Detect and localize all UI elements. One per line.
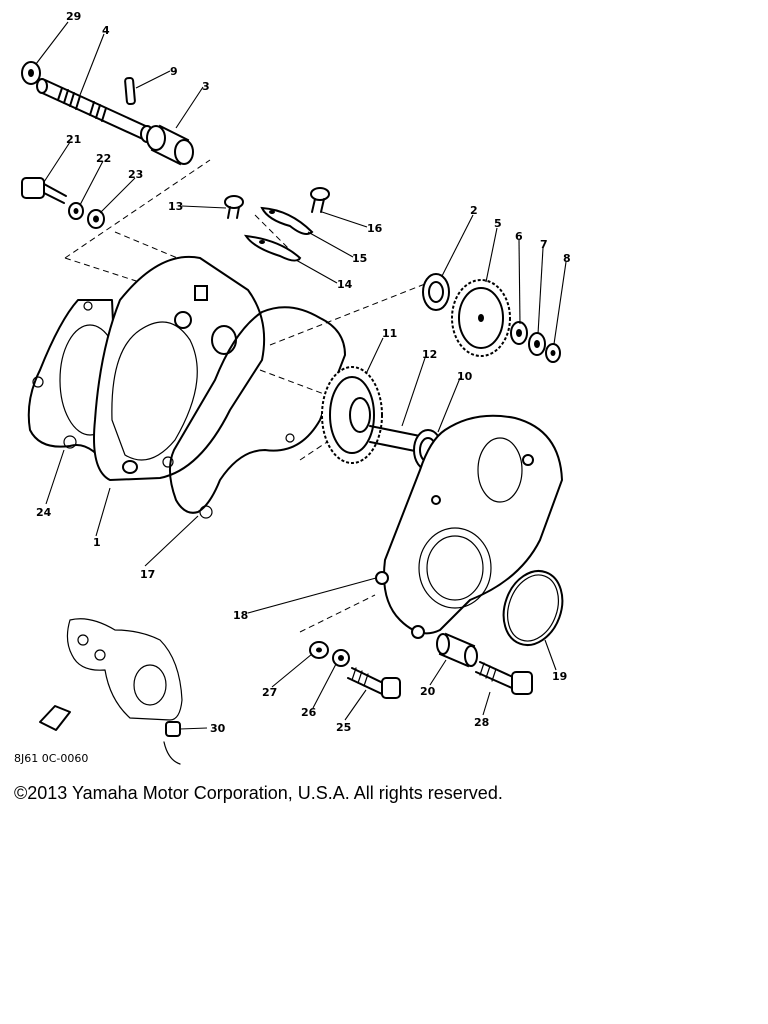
- part-fitting-30: [165, 721, 181, 737]
- part-o-ring-19: [502, 570, 564, 646]
- part-washer-23: [87, 209, 105, 229]
- part-bushing-3: [146, 124, 194, 166]
- callout-17: 17: [140, 568, 155, 581]
- callout-8: 8: [563, 252, 571, 265]
- part-gasket-17: [162, 306, 346, 519]
- part-housing-1: [93, 256, 266, 482]
- part-gear-11: [321, 366, 383, 464]
- callout-3: 3: [202, 80, 210, 93]
- callout-30: 30: [210, 722, 226, 735]
- part-collar-20: [436, 632, 478, 668]
- callout-9: 9: [170, 65, 178, 78]
- part-bearing-2: [422, 273, 450, 311]
- callout-10: 10: [457, 370, 473, 383]
- callout-23: 23: [128, 168, 143, 181]
- callout-22: 22: [96, 152, 111, 165]
- part-pin-9: [124, 76, 136, 106]
- part-bolt-21: [21, 177, 67, 204]
- part-bolt-25: [347, 667, 401, 699]
- part-bolt-28: [475, 661, 533, 695]
- copyright-notice: ©2013 Yamaha Motor Corporation, U.S.A. A…: [14, 783, 503, 803]
- part-washer-7: [528, 332, 546, 356]
- part-washer-8: [545, 343, 561, 363]
- callout-12: 12: [422, 348, 437, 361]
- callout-2: 2: [470, 204, 478, 217]
- callout-29: 29: [66, 10, 81, 23]
- part-screw-16: [310, 187, 330, 213]
- callout-25: 25: [336, 721, 351, 734]
- callout-27: 27: [262, 686, 277, 699]
- part-washer-6: [510, 321, 528, 345]
- callout-14: 14: [337, 278, 353, 291]
- callout-11: 11: [382, 327, 397, 340]
- callout-7: 7: [540, 238, 548, 251]
- callout-18: 18: [233, 609, 248, 622]
- callout-6: 6: [515, 230, 523, 243]
- callout-28: 28: [474, 716, 489, 729]
- part-washer-27: [309, 641, 329, 659]
- part-shaft-4: [36, 78, 154, 143]
- diagram-reference-code: 8J61 0C-0060: [14, 752, 89, 765]
- callout-1: 1: [93, 536, 101, 549]
- callout-21: 21: [66, 133, 81, 146]
- callout-16: 16: [367, 222, 383, 235]
- callout-19: 19: [552, 670, 567, 683]
- callout-15: 15: [352, 252, 367, 265]
- inset-locator-sketch: [39, 618, 183, 765]
- callout-26: 26: [301, 706, 317, 719]
- part-washer-22: [68, 202, 84, 220]
- part-plate-14: [243, 234, 302, 262]
- part-washer-26: [332, 649, 350, 667]
- callout-24: 24: [36, 506, 52, 519]
- part-cover-18: [375, 414, 564, 639]
- callout-20: 20: [420, 685, 436, 698]
- exploded-parts-diagram: 29 4 9 3 21 22 23 13 16 15 14 2 5 6 7 8 …: [21, 10, 571, 765]
- callout-labels: 29 4 9 3 21 22 23 13 16 15 14 2 5 6 7 8 …: [36, 10, 571, 735]
- part-plate-15: [260, 206, 314, 235]
- callout-5: 5: [494, 217, 502, 230]
- callout-leader-lines: [35, 21, 567, 730]
- part-gear-5: [451, 279, 511, 357]
- part-screw-13: [224, 195, 244, 219]
- callout-13: 13: [168, 200, 183, 213]
- callout-4: 4: [102, 24, 110, 37]
- part-washer-29: [21, 61, 41, 85]
